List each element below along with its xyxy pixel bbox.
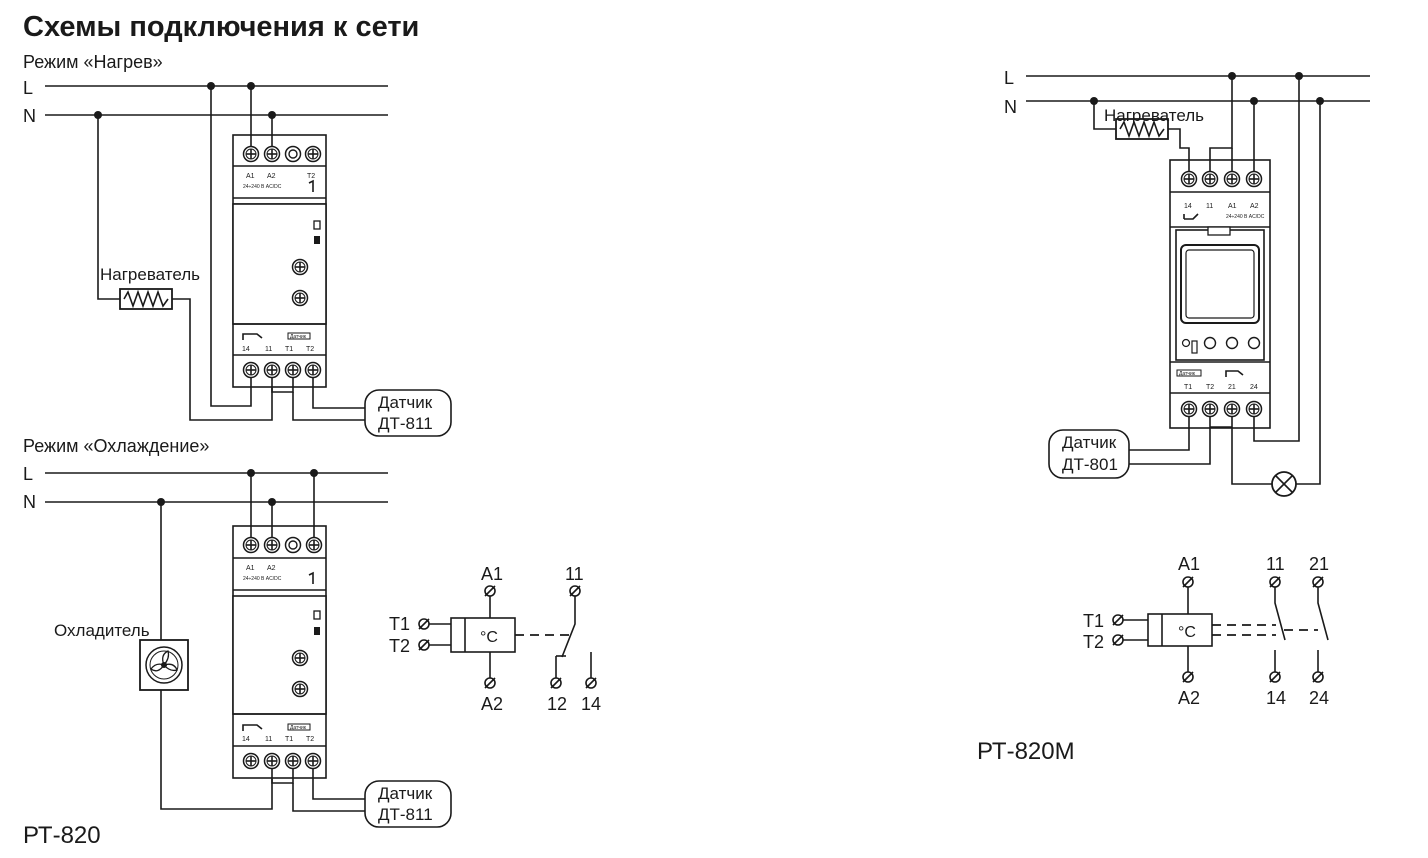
svg-text:11: 11 xyxy=(1206,203,1213,210)
heating-mode-label: Режим «Нагрев» xyxy=(23,52,163,72)
svg-text:14: 14 xyxy=(1266,688,1286,708)
model-right-label: РТ-820М xyxy=(977,738,1075,765)
svg-text:A1: A1 xyxy=(246,565,255,572)
svg-text:L: L xyxy=(23,464,33,484)
svg-text:11: 11 xyxy=(265,736,272,743)
svg-text:A1: A1 xyxy=(481,564,503,584)
svg-text:24: 24 xyxy=(1250,384,1258,391)
model-left-label: РТ-820 xyxy=(23,822,101,849)
heater-label: Нагреватель xyxy=(1104,106,1204,125)
svg-text:11: 11 xyxy=(1266,554,1285,574)
svg-text:24÷240 В AC/DC: 24÷240 В AC/DC xyxy=(243,576,282,582)
svg-text:T2: T2 xyxy=(1083,632,1104,652)
svg-text:A2: A2 xyxy=(267,565,276,572)
sensor-box xyxy=(364,389,452,437)
svg-text:T2: T2 xyxy=(307,173,315,180)
sensor-model: ДТ-811 xyxy=(378,805,433,824)
sensor-box xyxy=(364,780,452,828)
svg-text:21: 21 xyxy=(1309,554,1329,574)
sensor-label: Датчик xyxy=(378,393,433,412)
contact-schematic-rt820m: T1 T2 °C A1 A2 11 14 21 24 xyxy=(1083,554,1329,708)
svg-text:14: 14 xyxy=(1184,203,1192,210)
svg-text:T2: T2 xyxy=(306,736,314,743)
svg-text:T2: T2 xyxy=(1206,384,1214,391)
svg-text:T1: T1 xyxy=(285,736,293,743)
cooling-scheme: Режим «Охлаждение» L N A1 A2 24÷240 В AC… xyxy=(23,436,452,828)
svg-text:24: 24 xyxy=(1309,688,1329,708)
svg-text:°C: °C xyxy=(1178,624,1196,641)
svg-text:14: 14 xyxy=(242,736,250,743)
heater-symbol xyxy=(119,288,173,310)
svg-text:Датчик: Датчик xyxy=(290,334,307,340)
svg-text:A2: A2 xyxy=(1178,688,1200,708)
svg-text:A2: A2 xyxy=(1250,203,1259,210)
sensor-box xyxy=(1048,429,1130,479)
svg-text:A2: A2 xyxy=(481,694,503,714)
svg-text:°C: °C xyxy=(480,629,498,646)
sensor-label: Датчик xyxy=(378,784,433,803)
device-rt820-heating: A1 A2 T2 24÷240 В AC/DC Датчик 14 11 T1 … xyxy=(232,134,327,388)
svg-text:21: 21 xyxy=(1228,384,1236,391)
lamp-icon xyxy=(1271,471,1297,497)
svg-text:24÷240 В AC/DC: 24÷240 В AC/DC xyxy=(1226,214,1265,220)
cooling-mode-label: Режим «Охлаждение» xyxy=(23,436,209,456)
svg-text:Датчик: Датчик xyxy=(1179,371,1196,377)
svg-text:12: 12 xyxy=(547,694,567,714)
svg-text:14: 14 xyxy=(242,346,250,353)
svg-text:T1: T1 xyxy=(285,346,293,353)
svg-text:11: 11 xyxy=(565,564,584,584)
svg-text:A2: A2 xyxy=(267,173,276,180)
svg-text:T1: T1 xyxy=(389,614,410,634)
svg-text:N: N xyxy=(23,492,36,512)
page-title: Схемы подключения к сети xyxy=(23,11,419,43)
svg-text:A1: A1 xyxy=(1178,554,1200,574)
svg-text:A1: A1 xyxy=(1228,203,1237,210)
svg-text:A1: A1 xyxy=(246,173,255,180)
rt820m-scheme: L N 14 11 A1 A2 xyxy=(1004,68,1370,497)
svg-text:Датчик: Датчик xyxy=(290,725,307,731)
cooler-fan-icon xyxy=(139,639,189,691)
line-n-label: N xyxy=(23,106,36,126)
svg-text:T2: T2 xyxy=(389,636,410,656)
line-l-label: L xyxy=(23,78,33,98)
heater-label: Нагреватель xyxy=(100,265,200,284)
contact-schematic-rt820: T1 T2 °C A1 A2 11 12 14 xyxy=(389,564,601,714)
heating-scheme: Режим «Нагрев» L N A1 A2 T2 24÷240 В AC/… xyxy=(23,52,452,437)
svg-text:T2: T2 xyxy=(306,346,314,353)
device-rt820m: 14 11 A1 A2 24÷240 В AC/DC Датчик T1 T2 … xyxy=(1169,159,1271,429)
svg-text:T1: T1 xyxy=(1083,611,1104,631)
device-rt820-cooling: A1 A2 24÷240 В AC/DC Датчик 14 11 T1 T2 xyxy=(232,525,327,779)
svg-text:11: 11 xyxy=(265,346,272,353)
sensor-model: ДТ-811 xyxy=(378,414,433,433)
sensor-label: Датчик xyxy=(1062,433,1117,452)
svg-text:T1: T1 xyxy=(1184,384,1192,391)
sensor-model: ДТ-801 xyxy=(1062,455,1118,474)
svg-text:L: L xyxy=(1004,68,1014,88)
cooler-label: Охладитель xyxy=(54,621,150,640)
svg-text:14: 14 xyxy=(581,694,601,714)
svg-text:24÷240 В AC/DC: 24÷240 В AC/DC xyxy=(243,184,282,190)
svg-text:N: N xyxy=(1004,97,1017,117)
